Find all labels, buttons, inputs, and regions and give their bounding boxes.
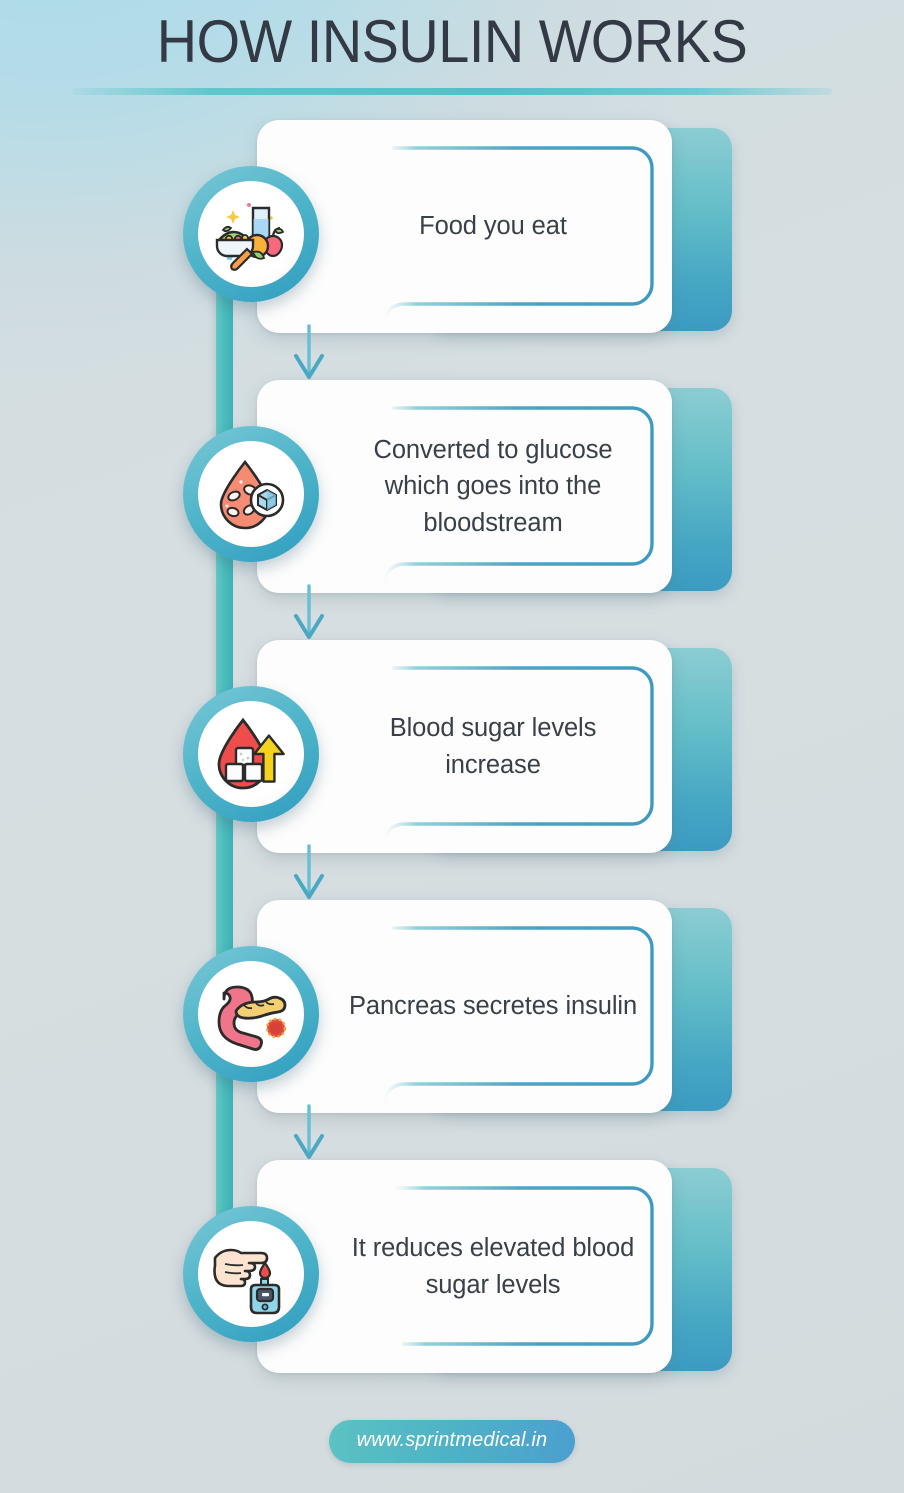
flow-step-5: It reduces elevated blood sugar levels <box>0 1160 904 1420</box>
flow-step-3: Blood sugar levels increase <box>0 640 904 900</box>
step-icon-badge <box>183 426 319 562</box>
flow-step-2: Converted to glucose which goes into the… <box>0 380 904 640</box>
step-label: Converted to glucose which goes into the… <box>373 436 613 537</box>
title-underline-rule <box>72 88 832 95</box>
flow-steps-list: Food you eat <box>0 120 904 1420</box>
glucometer-finger-prick-icon <box>198 1221 304 1327</box>
arrow-down-icon <box>288 324 334 388</box>
card-inner-frame <box>332 666 654 846</box>
card-inner-frame <box>332 1186 654 1346</box>
step-label: Food you eat <box>419 212 567 241</box>
pancreas-icon <box>198 961 304 1067</box>
blood-drop-glucose-icon <box>198 441 304 547</box>
page-header: HOW INSULIN WORKS <box>0 8 904 75</box>
step-icon-badge <box>183 1206 319 1342</box>
step-icon-badge <box>183 946 319 1082</box>
website-badge[interactable]: www.sprintmedical.in <box>328 1420 576 1463</box>
healthy-food-icon <box>198 181 304 287</box>
footer: www.sprintmedical.in <box>0 1420 904 1463</box>
arrow-down-icon <box>288 1104 334 1168</box>
step-label: Pancreas secretes insulin <box>348 992 638 1021</box>
card-inner-frame <box>332 406 654 586</box>
page-title: HOW INSULIN WORKS <box>156 8 748 75</box>
step-card[interactable]: Pancreas secretes insulin <box>257 900 672 1113</box>
arrow-down-icon <box>288 584 334 648</box>
flow-step-1: Food you eat <box>0 120 904 380</box>
step-card[interactable]: It reduces elevated blood sugar levels <box>257 1160 672 1373</box>
step-label: Blood sugar levels increase <box>389 714 597 779</box>
flow-step-4: Pancreas secretes insulin <box>0 900 904 1160</box>
card-inner-frame <box>332 926 654 1106</box>
blood-sugar-rising-icon <box>198 701 304 807</box>
card-inner-frame <box>332 146 654 326</box>
step-label: It reduces elevated blood sugar levels <box>351 1234 635 1299</box>
step-card[interactable]: Food you eat <box>257 120 672 333</box>
step-icon-badge <box>183 166 319 302</box>
step-card[interactable]: Converted to glucose which goes into the… <box>257 380 672 593</box>
step-card[interactable]: Blood sugar levels increase <box>257 640 672 853</box>
step-icon-badge <box>183 686 319 822</box>
arrow-down-icon <box>288 844 334 908</box>
